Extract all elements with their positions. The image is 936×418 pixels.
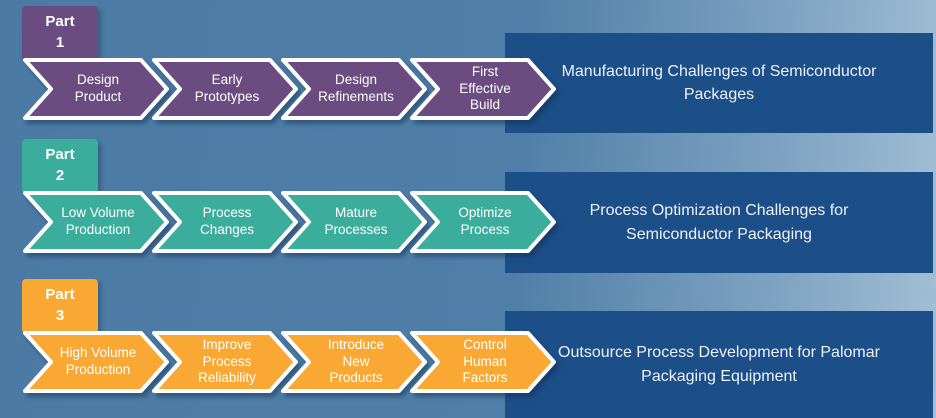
chevron-label: Design Refinements xyxy=(318,72,394,104)
chevron-introduce-new-products: Introduce New Products xyxy=(281,331,429,393)
chevron-arrow-icon xyxy=(23,58,169,120)
chevron-arrow-icon xyxy=(23,191,169,253)
chevron-label: High Volume Production xyxy=(59,345,137,377)
chevron-arrow-icon xyxy=(281,58,427,120)
chevron-arrow-icon xyxy=(410,331,556,393)
part-2-tab: Part 2 xyxy=(22,139,98,192)
chevron-label: Introduce New Products xyxy=(327,336,385,386)
chevron-improve-process-reliability: Improve Process Reliability xyxy=(152,331,300,393)
chevron-early-prototypes: Early Prototypes xyxy=(152,58,300,120)
chevron-design-refinements: Design Refinements xyxy=(281,58,429,120)
chevron-arrow-icon xyxy=(152,58,298,120)
chevron-arrow-icon xyxy=(281,191,427,253)
chevron-label: Mature Processes xyxy=(324,205,388,237)
summary-box-part-3: Outsource Process Development for Paloma… xyxy=(505,311,933,418)
chevron-arrow-icon xyxy=(23,331,169,393)
chevron-first-effective-build: First Effective Build xyxy=(410,58,558,120)
chevron-low-volume-production: Low Volume Production xyxy=(23,191,171,253)
part-3-tab: Part 3 xyxy=(22,279,98,332)
chevron-high-volume-production: High Volume Production xyxy=(23,331,171,393)
chevron-label: Optimize Process xyxy=(458,205,512,237)
chevron-arrow-icon xyxy=(281,331,427,393)
summary-box-part-1: Manufacturing Challenges of Semiconducto… xyxy=(505,33,933,133)
chevron-process-changes: Process Changes xyxy=(152,191,300,253)
summary-box-part-2: Process Optimization Challenges for Semi… xyxy=(505,172,933,273)
chevron-control-human-factors: Control Human Factors xyxy=(410,331,558,393)
chevron-arrow-icon xyxy=(410,191,556,253)
chevron-arrow-icon xyxy=(152,331,298,393)
chevron-design-product: Design Product xyxy=(23,58,171,120)
chevron-mature-processes: Mature Processes xyxy=(281,191,429,253)
chevron-label: Low Volume Production xyxy=(61,205,135,237)
chevron-label: Early Prototypes xyxy=(194,72,260,104)
part-1-tab: Part 1 xyxy=(22,6,98,59)
chevron-label: Improve Process Reliability xyxy=(198,336,256,386)
chevron-arrow-icon xyxy=(152,191,298,253)
chevron-label: Process Changes xyxy=(199,205,255,237)
chevron-arrow-icon xyxy=(410,58,556,120)
chevron-label: First Effective Build xyxy=(459,63,511,113)
chevron-label: Control Human Factors xyxy=(462,336,508,386)
chevron-optimize-process: Optimize Process xyxy=(410,191,558,253)
chevron-label: Design Product xyxy=(74,72,122,104)
